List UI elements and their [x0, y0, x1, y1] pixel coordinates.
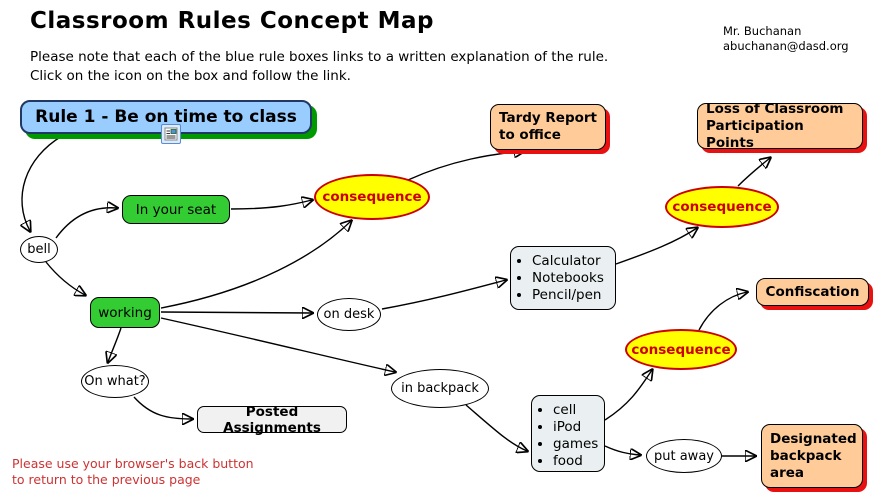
edge-bell-working — [45, 261, 85, 295]
working-label: working — [98, 304, 152, 321]
designated-area-label: Designated backpack area — [770, 430, 857, 481]
edge-working-on-what — [108, 327, 122, 362]
backpack-item: games — [553, 436, 598, 453]
confiscation-label: Confiscation — [765, 283, 860, 300]
bell-label: bell — [27, 242, 51, 257]
rule1-link-icon[interactable] — [161, 124, 181, 144]
node-working: working — [90, 297, 160, 328]
consequence-3-label: consequence — [631, 341, 731, 358]
backpack-item: iPod — [553, 419, 598, 436]
on-what-label: On what? — [84, 374, 146, 389]
edge-desk-list-consequence2 — [615, 228, 697, 265]
page-title: Classroom Rules Concept Map — [30, 8, 434, 34]
node-bell: bell — [20, 236, 58, 263]
subtitle-line-2: Click on the icon on the box and follow … — [30, 68, 351, 84]
node-designated-area: Designated backpack area — [761, 424, 863, 488]
node-tardy-report: Tardy Report to office — [490, 104, 606, 150]
edge-bell-in-your-seat — [55, 208, 117, 239]
desk-item: Calculator — [532, 253, 604, 270]
edge-rule1-bell — [22, 135, 63, 231]
edge-backpack-list-put-away — [604, 445, 640, 455]
node-backpack-items-list: cell iPod games food — [531, 395, 605, 472]
in-your-seat-label: In your seat — [135, 201, 217, 218]
node-confiscation: Confiscation — [756, 278, 869, 306]
backpack-items: cell iPod games food — [538, 402, 598, 470]
back-note-line-1: Please use your browser's back button — [12, 456, 254, 471]
desk-item: Pencil/pen — [532, 287, 604, 304]
put-away-label: put away — [654, 448, 714, 464]
on-desk-label: on desk — [323, 307, 375, 322]
edge-working-in-backpack — [160, 317, 395, 372]
node-consequence-1: consequence — [314, 174, 430, 220]
node-in-your-seat: In your seat — [122, 195, 230, 224]
author-name: Mr. Buchanan — [723, 24, 802, 38]
author-block: Mr. Buchanan abuchanan@dasd.org — [723, 24, 849, 54]
backpack-item: cell — [553, 402, 598, 419]
edge-in-backpack-backpack-list — [465, 404, 527, 451]
back-note-line-2: to return to the previous page — [12, 472, 201, 487]
edge-on-desk-desk-list — [381, 280, 506, 310]
node-in-backpack: in backpack — [391, 369, 489, 408]
edge-consequence2-loss — [737, 158, 770, 187]
posted-assignments-label: Posted Assignments — [223, 403, 321, 436]
node-loss-points: Loss of Classroom Participation Points — [697, 100, 863, 151]
rule1-label: Rule 1 - Be on time to class — [35, 107, 297, 127]
tardy-report-label: Tardy Report to office — [499, 110, 598, 143]
edge-working-consequence1 — [160, 221, 351, 309]
consequence-1-label: consequence — [322, 189, 422, 205]
subtitle-line-1: Please note that each of the blue rule b… — [30, 49, 609, 65]
page-subtitle: Please note that each of the blue rule b… — [30, 48, 608, 86]
desk-items: Calculator Notebooks Pencil/pen — [517, 253, 604, 304]
node-desk-items-list: Calculator Notebooks Pencil/pen — [510, 246, 616, 310]
backpack-item: food — [553, 453, 598, 470]
edge-consequence3-confiscation — [698, 292, 747, 331]
edge-on-what-posted — [133, 396, 192, 419]
node-on-desk: on desk — [317, 298, 381, 331]
node-posted-assignments: Posted Assignments — [197, 403, 347, 436]
author-email: abuchanan@dasd.org — [723, 39, 849, 53]
edge-backpack-list-consequence3 — [604, 370, 652, 421]
consequence-2-label: consequence — [672, 199, 772, 215]
document-icon — [164, 127, 178, 141]
node-consequence-3: consequence — [625, 329, 737, 370]
desk-item: Notebooks — [532, 270, 604, 287]
edge-in-your-seat-consequence1 — [230, 200, 312, 210]
in-backpack-label: in backpack — [401, 381, 479, 396]
back-button-note: Please use your browser's back button to… — [12, 456, 254, 488]
node-on-what: On what? — [81, 365, 149, 398]
loss-points-label: Loss of Classroom Participation Points — [706, 100, 844, 151]
node-put-away: put away — [646, 439, 722, 473]
edge-working-on-desk — [160, 312, 312, 313]
edge-consequence1-tardy — [407, 151, 524, 181]
node-consequence-2: consequence — [665, 186, 779, 228]
